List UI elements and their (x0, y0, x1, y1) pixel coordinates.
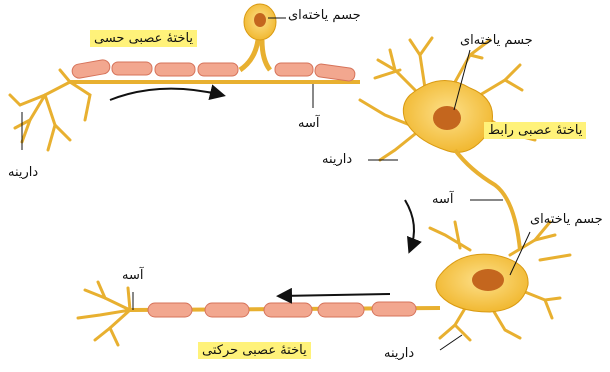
motor-myelin (148, 302, 416, 317)
label-axon-inter: آسه (432, 192, 453, 207)
motor-nucleus (472, 269, 504, 291)
arrow-inter (405, 200, 414, 250)
label-dendrite-motor: دارینه (384, 346, 414, 361)
motor-axon-terminals (78, 282, 130, 345)
signal-arrows (110, 89, 414, 296)
label-motor-neuron: یاختهٔ عصبی حرکتی (198, 342, 311, 359)
label-axon-sensory: آسه (298, 116, 319, 131)
sensory-nucleus (254, 13, 266, 27)
label-dendrite-sensory: دارینه (8, 165, 38, 180)
label-cell-body-motor: جسم یاخته‌ای (530, 212, 603, 227)
interneuron-nucleus (433, 106, 461, 130)
label-sensory-neuron: یاختهٔ عصبی حسی (90, 30, 197, 47)
arrow-motor (280, 294, 390, 296)
label-interneuron: یاختهٔ عصبی رابط (484, 122, 586, 139)
motor-neuron (78, 222, 570, 345)
arrow-sensory (110, 89, 222, 100)
label-cell-body-sensory: جسم یاخته‌ای (288, 8, 361, 23)
label-axon-motor: آسه (122, 268, 143, 283)
interneuron (360, 38, 535, 250)
label-dendrite-inter: دارینه (322, 152, 352, 167)
label-cell-body-inter: جسم یاخته‌ای (460, 33, 533, 48)
sensory-myelin (71, 59, 356, 82)
